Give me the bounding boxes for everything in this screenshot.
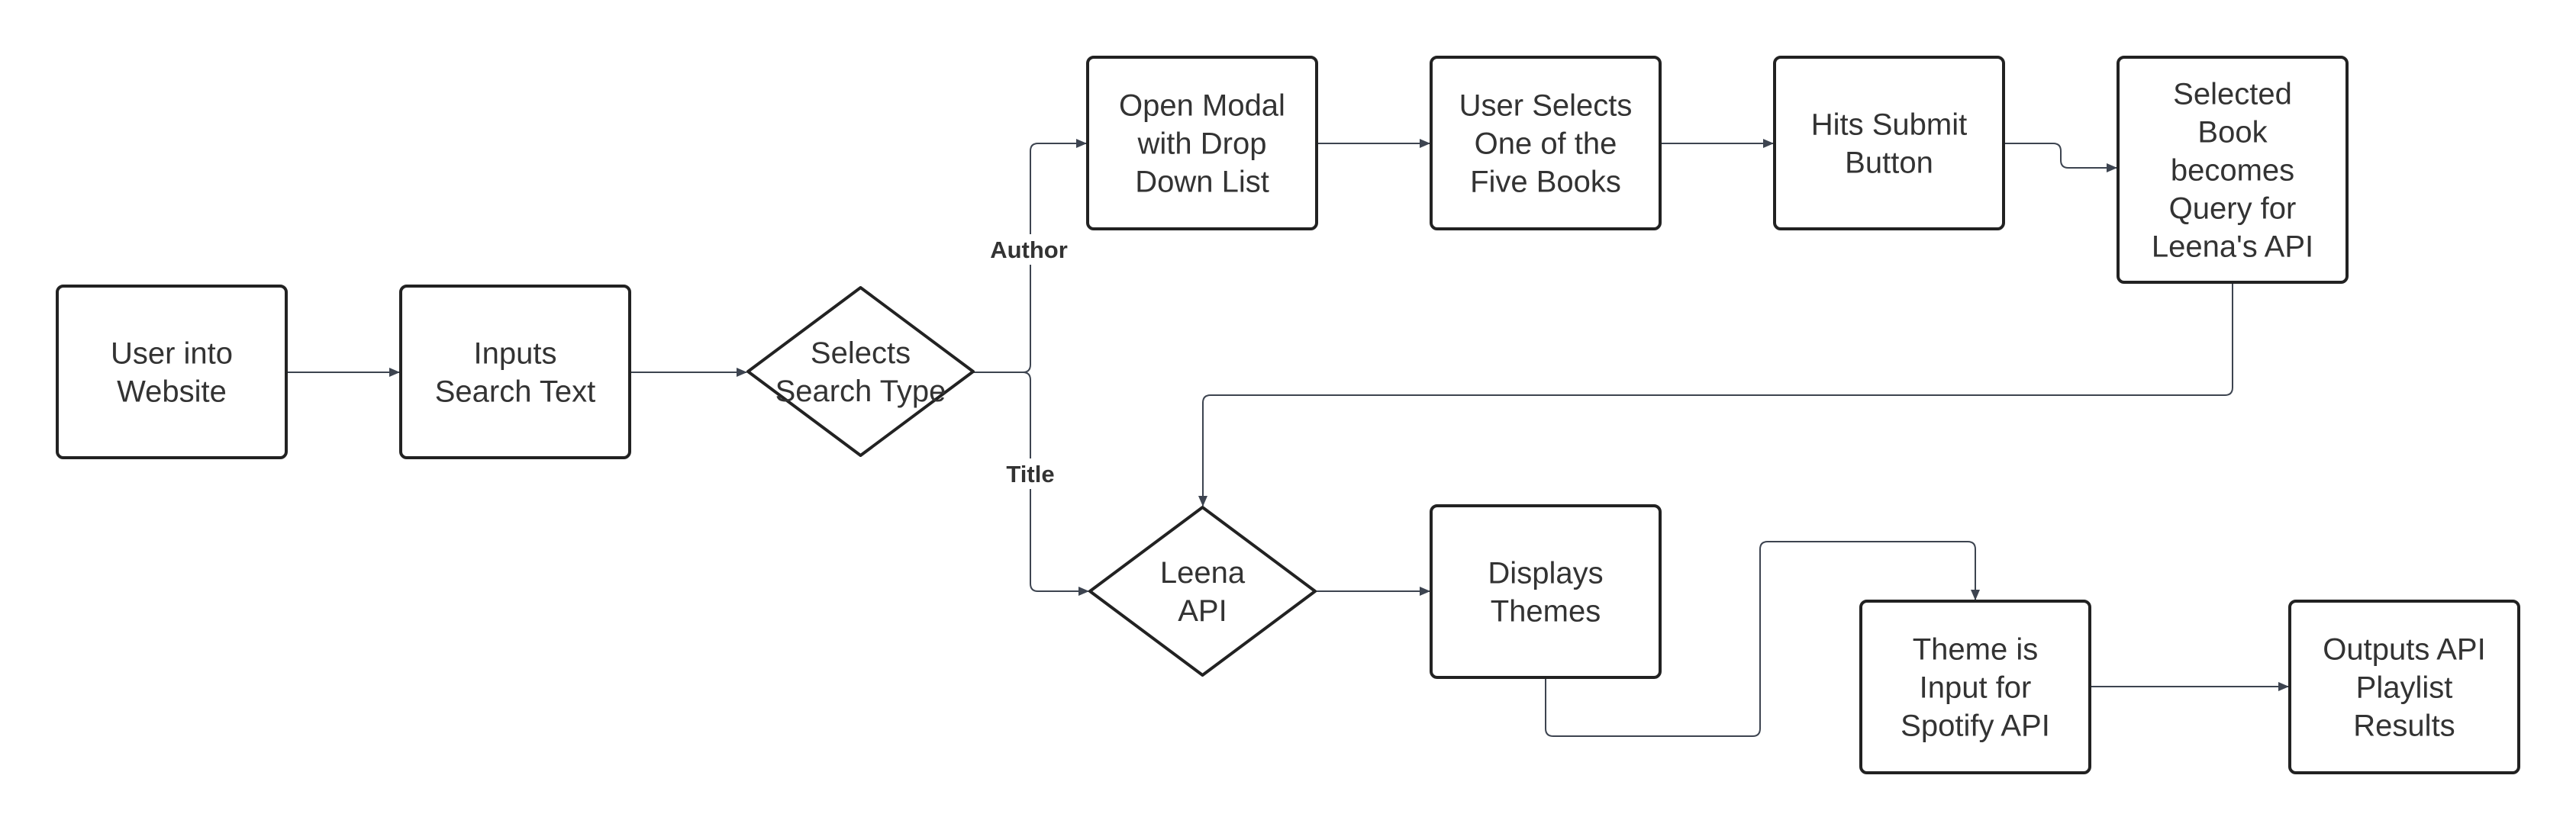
node-text-line: Query for (2169, 192, 2297, 226)
decision-diamond (746, 286, 975, 457)
node-text-line: Outputs API (2323, 633, 2485, 667)
process-box (1086, 56, 1318, 230)
node-text-line: Button (1845, 146, 1933, 180)
node-text-line: Hits Submit (1811, 108, 1968, 142)
process-box (1859, 600, 2091, 774)
decision-diamond (1088, 506, 1317, 677)
process-box (56, 285, 288, 459)
node-text-line: Search Text (435, 375, 596, 409)
edges-layer (286, 139, 2289, 737)
node-text-line: Displays (1488, 557, 1603, 590)
edge-label-author: Author (990, 236, 1068, 263)
process-box (399, 285, 631, 459)
node-text-line: Results (2353, 709, 2455, 743)
edge-label-background (982, 234, 1076, 265)
process-box (1773, 56, 2005, 230)
process-box (1430, 504, 1662, 679)
node-text-line: API (1178, 594, 1227, 628)
edge-selected-book-query-to-leena-api (1198, 282, 2233, 507)
node-text-line: with Drop (1137, 127, 1267, 161)
node-text-line: Search Type (775, 375, 946, 408)
node-text-line: Book (2197, 116, 2268, 150)
node-text-line: Down List (1135, 166, 1269, 199)
node-text-line: Theme is (1913, 633, 2039, 667)
node-text-line: Open Modal (1119, 89, 1285, 123)
node-text-line: User into (111, 337, 233, 371)
node-text-line: User Selects (1459, 89, 1633, 123)
node-text-line: Spotify API (1901, 709, 2050, 743)
edge-hits-submit-to-selected-book-query (2004, 143, 2117, 172)
node-text-line: Leena (1160, 556, 1246, 590)
node-text-line: Playlist (2356, 671, 2453, 705)
process-box (1430, 56, 1662, 230)
node-text-line: Leena's API (2152, 230, 2313, 264)
edge-displays-themes-to-theme-input-spotify (1545, 541, 1980, 737)
edge-label-title: Title (1006, 461, 1054, 487)
node-text-line: Website (117, 375, 227, 409)
process-box (2117, 56, 2349, 284)
node-text-line: Themes (1491, 595, 1601, 629)
edge-label-background (983, 458, 1078, 489)
node-text-line: Input for (1920, 671, 2032, 705)
process-box (2288, 600, 2520, 774)
node-text-line: Selected (2173, 78, 2292, 111)
node-text-line: Five Books (1470, 166, 1621, 199)
node-text-line: becomes (2171, 154, 2294, 188)
node-text-line: Inputs (474, 337, 557, 371)
node-text-line: One of the (1475, 127, 1617, 161)
node-text-line: Selects (811, 336, 911, 370)
